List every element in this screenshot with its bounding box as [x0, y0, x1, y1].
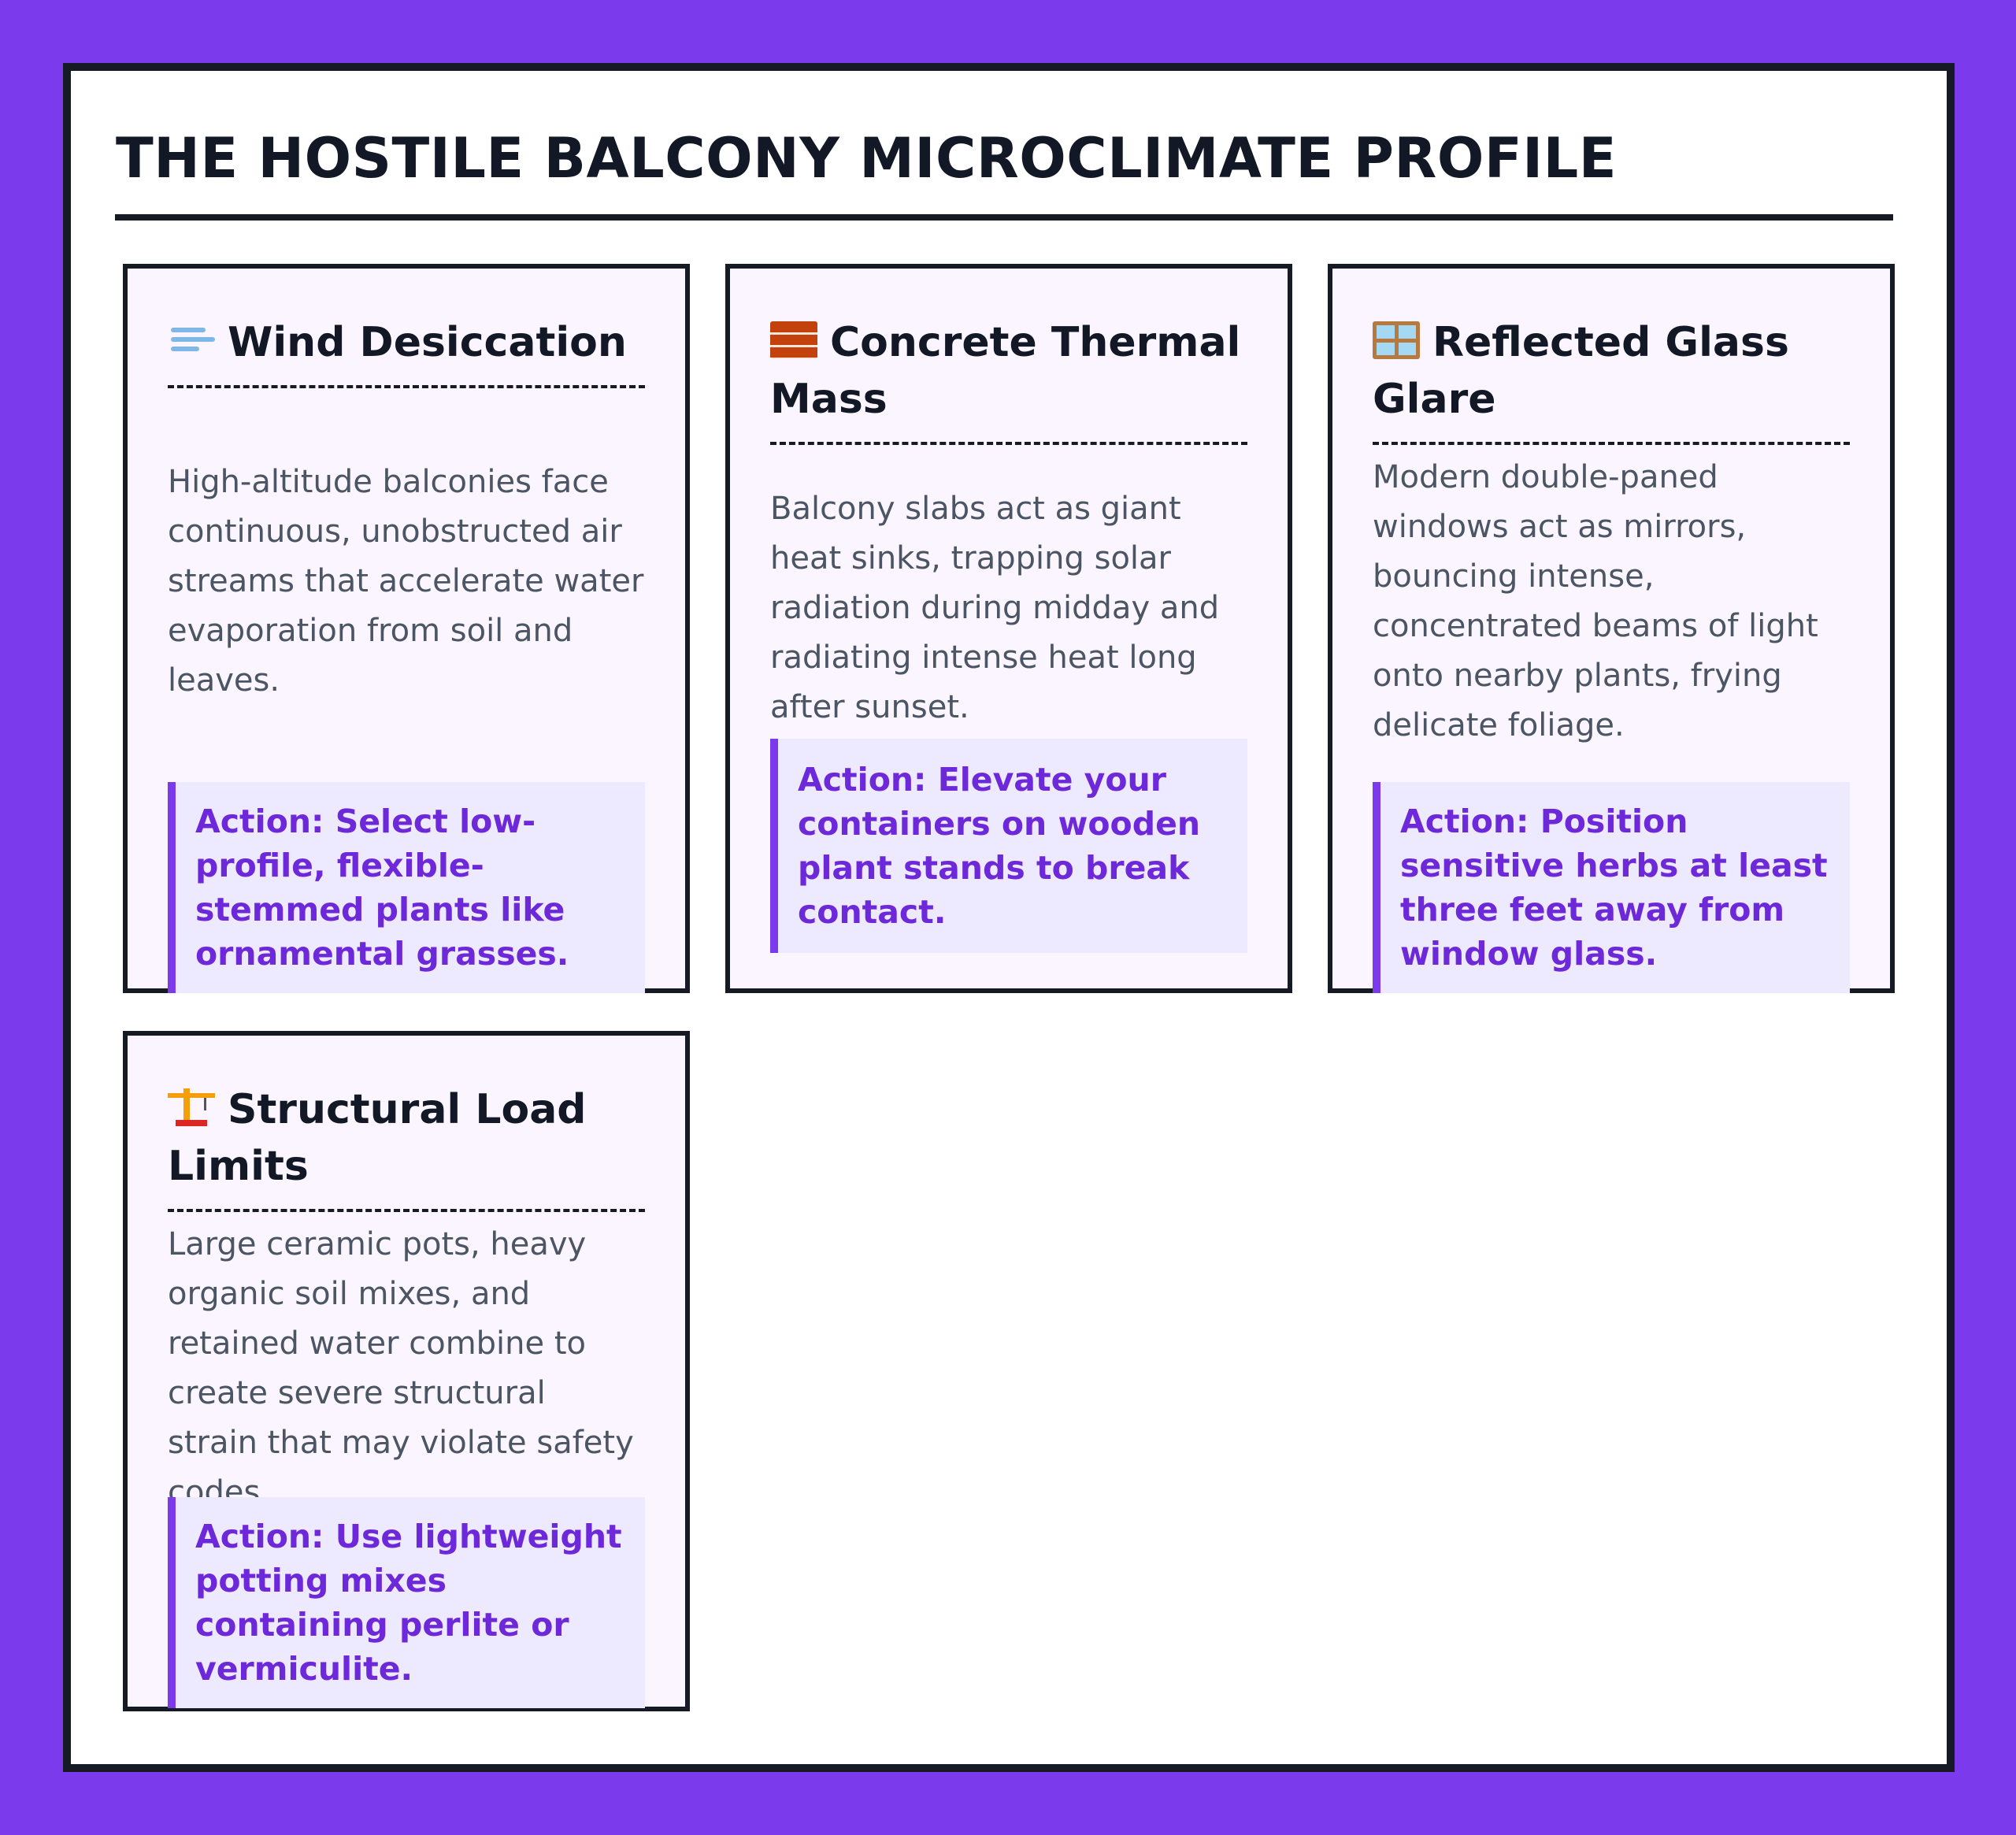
- card-wind-desiccation: Wind Desiccation High-altitude balconies…: [123, 264, 690, 993]
- card-structural-load-limits: Structural Load Limits Large ceramic pot…: [123, 1031, 690, 1711]
- card-body: High-altitude balconies face continuous,…: [168, 464, 644, 699]
- card-heading: Reflected Glass Glare: [1373, 314, 1850, 445]
- card-body: Modern double-paned windows act as mirro…: [1373, 459, 1818, 743]
- card-heading-text: Reflected Glass Glare: [1373, 319, 1789, 423]
- window-icon: [1373, 321, 1420, 359]
- card-heading: Wind Desiccation: [168, 314, 645, 388]
- card-heading-text: Concrete Thermal Mass: [770, 319, 1241, 423]
- card-heading-text: Structural Load Limits: [168, 1086, 587, 1190]
- card-action: Action: Select low-profile, flexible-ste…: [168, 782, 645, 993]
- card-body: Balcony slabs act as giant heat sinks, t…: [770, 491, 1220, 725]
- title-divider: [115, 214, 1893, 221]
- card-body: Large ceramic pots, heavy organic soil m…: [168, 1226, 634, 1511]
- card-action: Action: Position sensitive herbs at leas…: [1373, 782, 1850, 993]
- crane-icon: [168, 1088, 215, 1126]
- brick-icon: [770, 321, 817, 359]
- card-action: Action: Use lightweight potting mixes co…: [168, 1497, 645, 1708]
- card-heading: Concrete Thermal Mass: [770, 314, 1247, 445]
- card-concrete-thermal-mass: Concrete Thermal Mass Balcony slabs act …: [725, 264, 1292, 993]
- wind-icon: [168, 321, 215, 359]
- card-reflected-glass-glare: Reflected Glass Glare Modern double-pane…: [1328, 264, 1895, 993]
- page-title: THE HOSTILE BALCONY MICROCLIMATE PROFILE: [116, 126, 1618, 191]
- card-heading: Structural Load Limits: [168, 1081, 645, 1212]
- card-heading-text: Wind Desiccation: [228, 319, 627, 366]
- card-action: Action: Elevate your containers on woode…: [770, 739, 1247, 953]
